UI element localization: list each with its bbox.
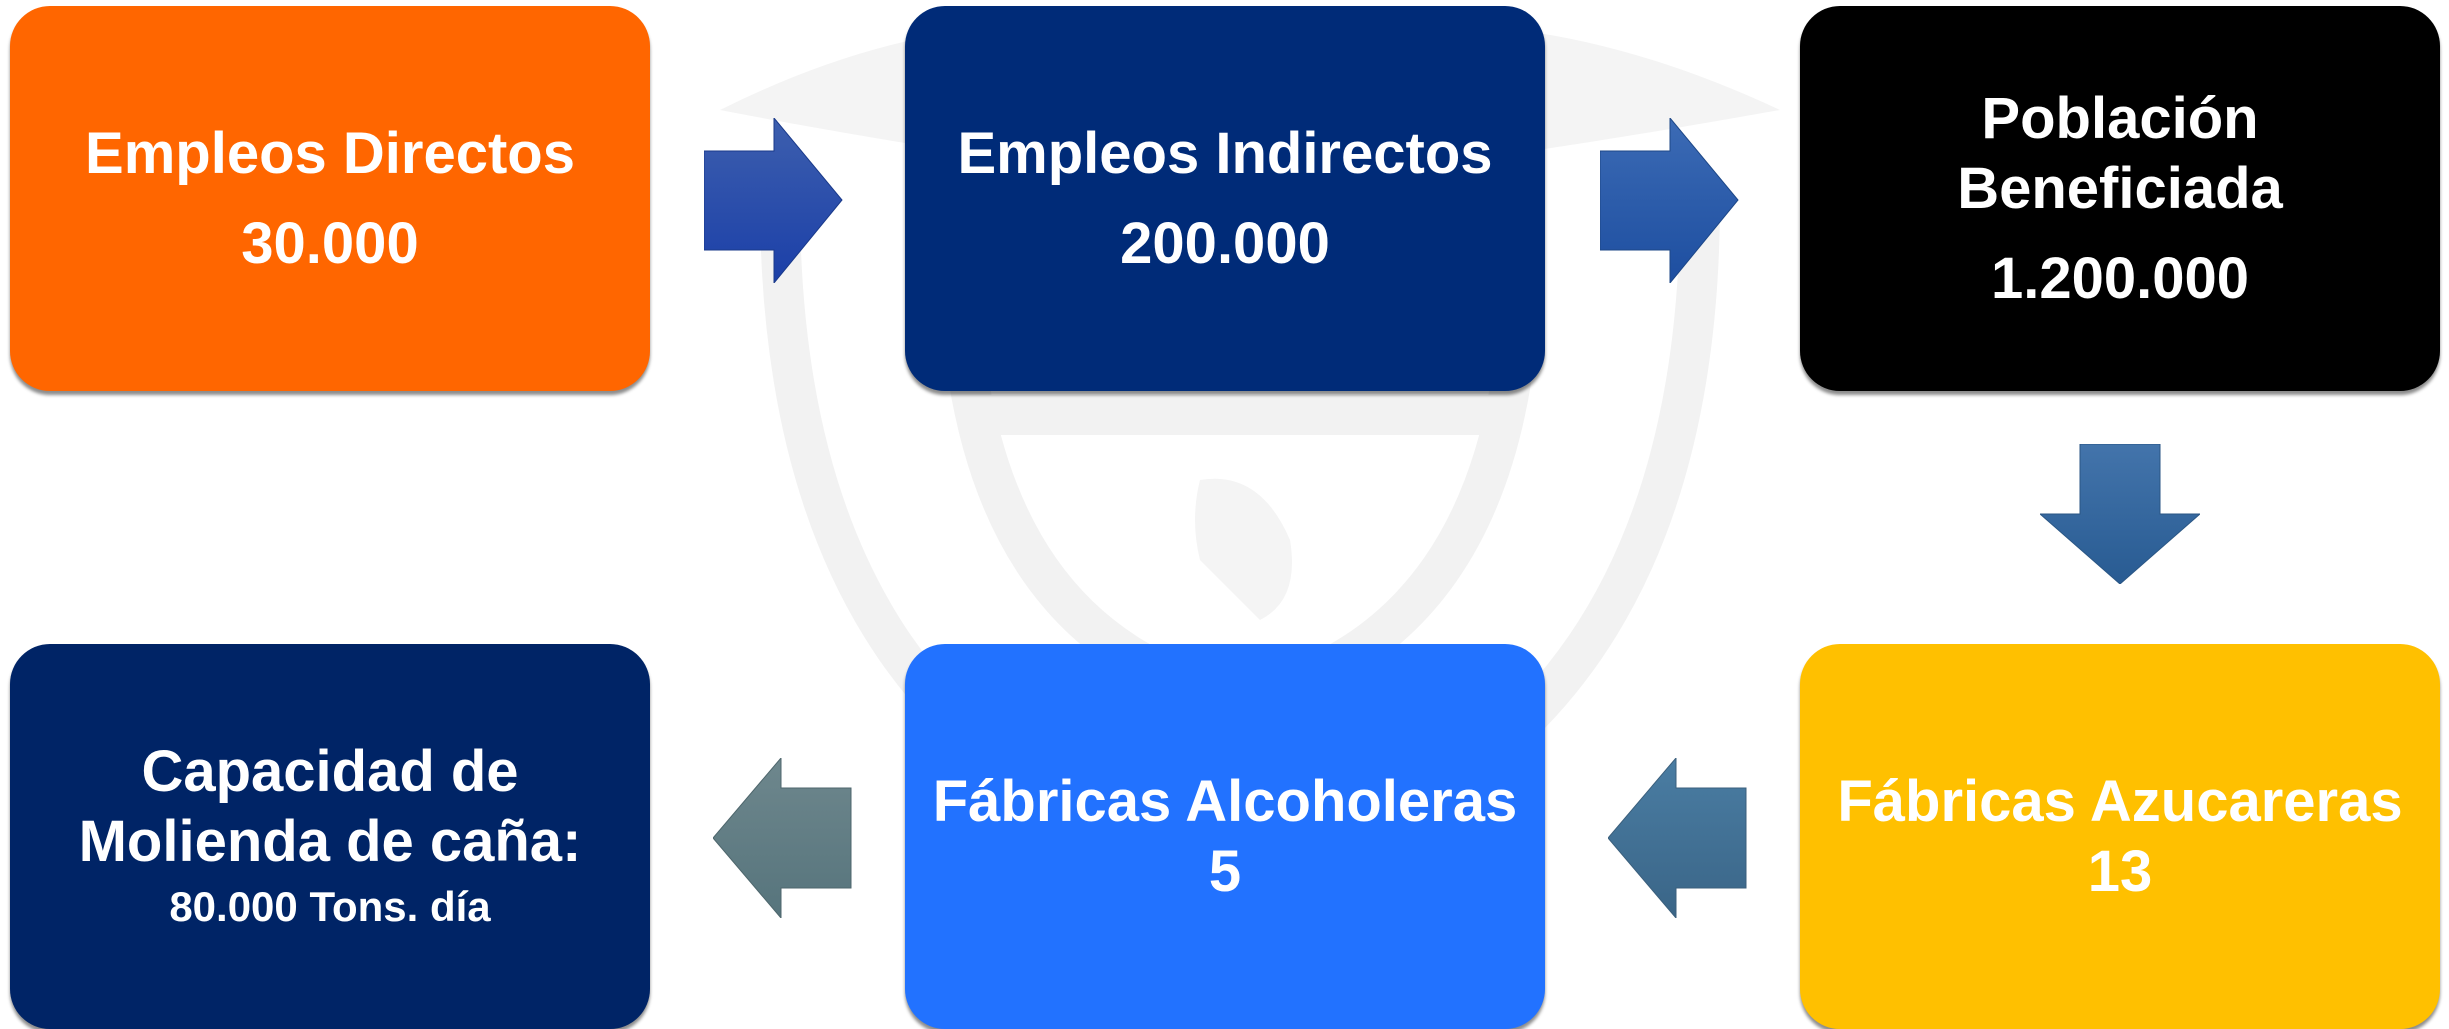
box-title: Fábricas Azucareras — [1837, 768, 2403, 834]
box-title-line1: Población — [1981, 85, 2259, 151]
arrow-right-icon — [1600, 118, 1739, 283]
box-value: 13 — [2087, 838, 2153, 904]
box-value: 200.000 — [1120, 210, 1330, 276]
box-fabricas-alcoholeras: Fábricas Alcoholeras 5 — [905, 644, 1545, 1029]
box-empleos-directos: Empleos Directos 30.000 — [10, 6, 650, 391]
box-value: 30.000 — [241, 210, 419, 276]
box-empleos-indirectos: Empleos Indirectos 200.000 — [905, 6, 1545, 391]
box-value: 5 — [1208, 838, 1242, 904]
arrow-left-icon — [713, 758, 852, 918]
box-title: Fábricas Alcoholeras — [932, 768, 1518, 834]
box-fabricas-azucareras: Fábricas Azucareras 13 — [1800, 644, 2440, 1029]
box-title: Empleos Directos — [85, 120, 575, 186]
box-poblacion-beneficiada: Población Beneficiada 1.200.000 — [1800, 6, 2440, 391]
box-title-line1: Capacidad de — [141, 738, 519, 804]
box-title-line2: Beneficiada — [1957, 155, 2283, 221]
arrow-right-icon — [704, 118, 843, 283]
box-title-line2: Molienda de caña: — [78, 808, 582, 874]
box-capacidad-molienda: Capacidad de Molienda de caña: 80.000 To… — [10, 644, 650, 1029]
arrow-down-icon — [2040, 444, 2200, 584]
box-value: 80.000 Tons. día — [169, 882, 491, 930]
arrow-left-icon — [1608, 758, 1747, 918]
box-value: 1.200.000 — [1990, 245, 2250, 311]
box-title: Empleos Indirectos — [957, 120, 1493, 186]
